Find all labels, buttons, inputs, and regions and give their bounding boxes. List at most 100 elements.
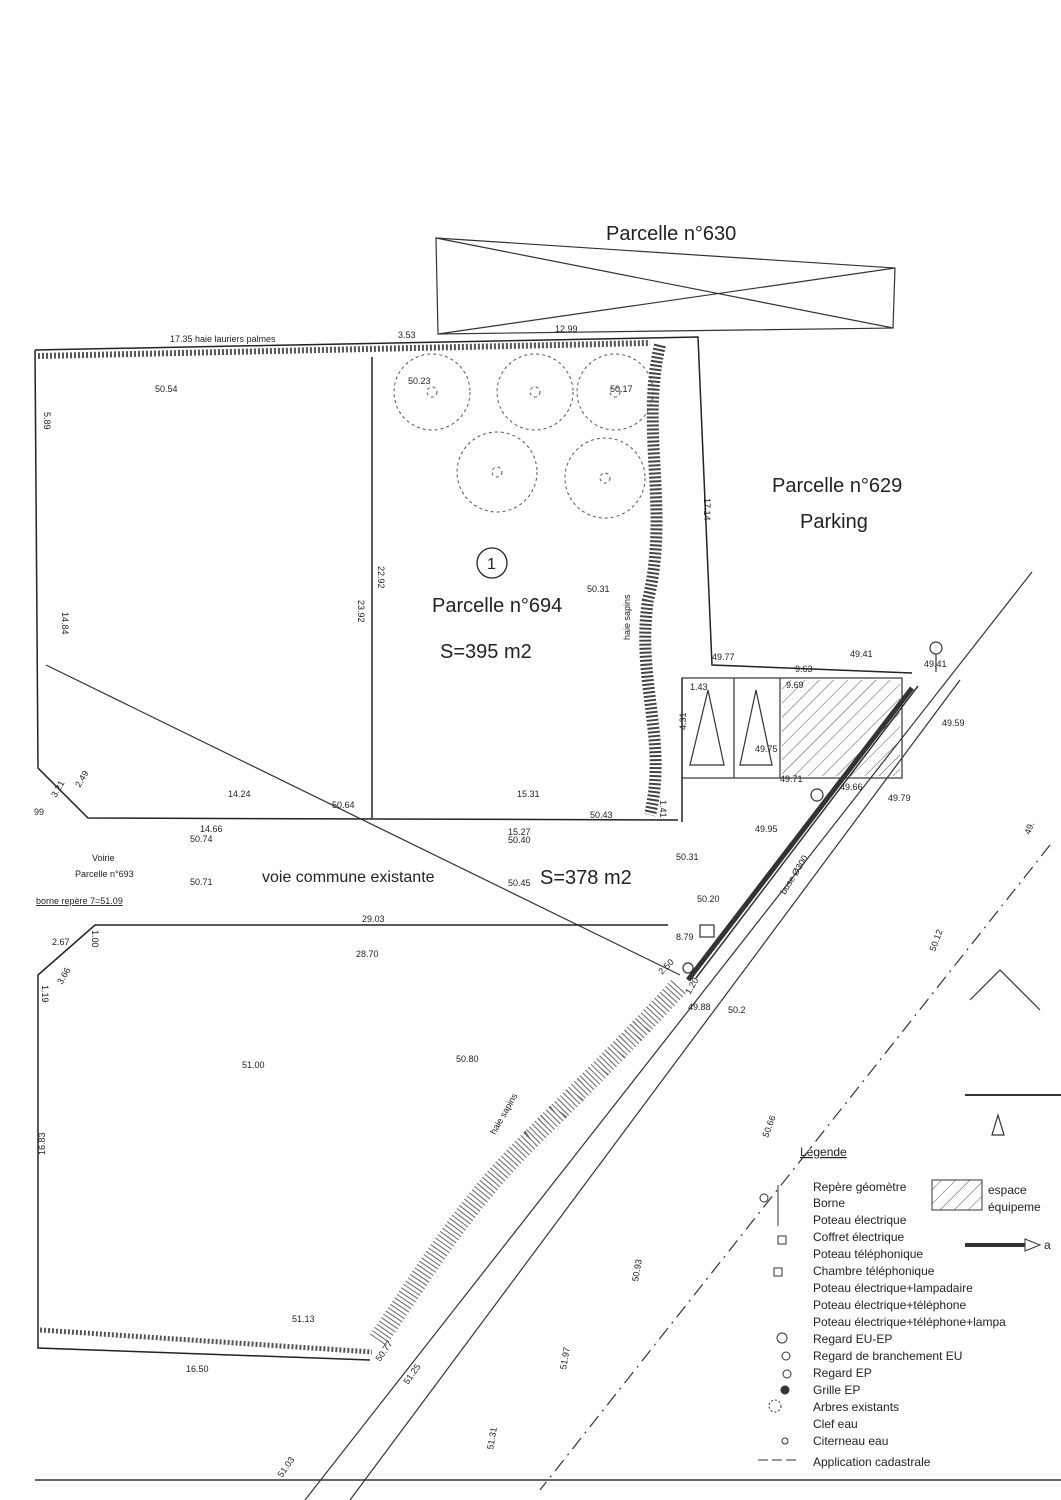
parking-label: Parking (800, 511, 868, 533)
voie-label: voie commune existante (262, 869, 435, 886)
measure: 1.20 (683, 976, 700, 996)
pipe-buse (686, 685, 919, 982)
measure: 50.23 (408, 376, 431, 386)
parcel-number-circle (476, 547, 508, 579)
measure: 51.97 (558, 1346, 572, 1370)
parcel-693-label: Parcelle n°693 (75, 869, 134, 879)
measure: 50.77 (373, 1339, 394, 1363)
parcel-630-outline (435, 237, 896, 335)
measure: 1.41 (658, 800, 668, 818)
lower-parcel-boundary (37, 924, 668, 1361)
measure: 29.03 (362, 914, 385, 924)
measure: 50.54 (155, 384, 178, 394)
measure: 14.66 (200, 824, 223, 834)
legend-item: Clef eau (813, 1417, 858, 1431)
measure: 50.45 (508, 878, 531, 888)
legend-item: Poteau électrique+téléphone (813, 1298, 966, 1312)
measure: 17.14 (702, 498, 712, 521)
measure: 50.74 (190, 834, 213, 844)
measure: 49.41 (924, 659, 947, 669)
measure: 49.41 (850, 649, 873, 659)
legend-arrow-head (1024, 1238, 1042, 1252)
hedge-bottom-label: haie sapins (488, 1091, 520, 1136)
measure: 16.83 (37, 1132, 47, 1155)
measure: 12.99 (555, 324, 578, 334)
hedge-top-label: 17.35 haie lauriers palmes (170, 334, 276, 344)
legend-item: Chambre téléphonique (813, 1264, 935, 1278)
legend-hatch-swatch (931, 1179, 983, 1211)
measure: 1.00 (90, 930, 100, 948)
measure: 50.80 (456, 1054, 479, 1064)
measure: 49.77 (712, 652, 735, 662)
legend-espace-2: équipeme (988, 1200, 1041, 1214)
measure: 50.17 (610, 384, 633, 394)
measure: 15.31 (517, 789, 540, 799)
measure: 28.70 (356, 949, 379, 959)
measure: 1.43 (690, 682, 708, 692)
measure: 50.93 (630, 1258, 644, 1282)
measure: 2.67 (52, 937, 70, 947)
measure: 49.75 (755, 744, 778, 754)
measure: 2.50 (656, 957, 675, 976)
legend-title: Légende (800, 1145, 847, 1159)
measure: 4.31 (678, 712, 688, 730)
measure: 49. (1022, 821, 1036, 836)
measure: 51.00 (242, 1060, 265, 1070)
measure: 49.79 (888, 793, 911, 803)
measure: 3.66 (55, 966, 72, 986)
measure: 1.19 (40, 985, 50, 1003)
measure: 16.50 (186, 1364, 209, 1374)
measure: 49.66 (840, 782, 863, 792)
measure: 50.2 (728, 1005, 746, 1015)
legend-item: Citerneau eau (813, 1434, 888, 1448)
measure: 15.27 (508, 827, 531, 837)
measure: 3.53 (398, 330, 416, 340)
legend-symbols (758, 1185, 800, 1461)
measure: 50.40 (508, 835, 531, 845)
parking-area (681, 677, 903, 779)
measure: 5.89 (42, 412, 52, 430)
measure: 50.20 (697, 894, 720, 904)
legend-item: Regard de branchement EU (813, 1349, 962, 1363)
measure: 2.49 (73, 769, 90, 789)
legend-espace-1: espace (988, 1183, 1027, 1197)
measure: 14.84 (60, 612, 70, 635)
parcel-630-label: Parcelle n°630 (606, 223, 736, 245)
legend-item: Repère géomètre (813, 1180, 907, 1194)
right-fragments (35, 969, 1061, 1481)
measure: 49.88 (688, 1002, 711, 1012)
measure: 49.71 (780, 774, 803, 784)
measure: 51.13 (292, 1314, 315, 1324)
legend-item: Regard EU-EP (813, 1332, 892, 1346)
measure: 50.31 (676, 852, 699, 862)
measure: 14.24 (228, 789, 251, 799)
measure: 51.31 (485, 1426, 499, 1450)
legend-item: Borne (813, 1196, 845, 1210)
hedge-right-label: haie sapins (622, 594, 632, 640)
hedge-lines (37, 340, 688, 1355)
measure: 9.69 (786, 680, 804, 690)
voie-axis-line (45, 664, 681, 976)
legend-item: Poteau électrique+téléphone+lampa (813, 1315, 1006, 1329)
measure: 50.64 (332, 800, 355, 810)
legend-arrow-label: a (1044, 1238, 1051, 1252)
road-edges (304, 571, 1051, 1500)
voie-area: S=378 m2 (540, 867, 632, 889)
measure: 50.31 (587, 584, 610, 594)
legend-item: Poteau électrique (813, 1213, 907, 1227)
legend: Légende Repère géomètre Borne Poteau éle… (758, 1145, 1051, 1469)
measure: 99 (34, 807, 44, 817)
measure: 8.79 (676, 932, 694, 942)
parcel-number: 1 (487, 556, 496, 573)
borne-repere: borne repère 7=51.09 (36, 896, 123, 906)
parcel-629-label: Parcelle n°629 (772, 475, 902, 497)
measure: 49.95 (755, 824, 778, 834)
measure: 9.63 (795, 664, 813, 674)
existing-trees (393, 353, 654, 519)
measure: 50.43 (590, 810, 613, 820)
legend-item: Regard EP (813, 1366, 872, 1380)
equipment (682, 641, 943, 974)
legend-item: Poteau électrique+lampadaire (813, 1281, 973, 1295)
voirie-label: Voirie (92, 853, 115, 863)
